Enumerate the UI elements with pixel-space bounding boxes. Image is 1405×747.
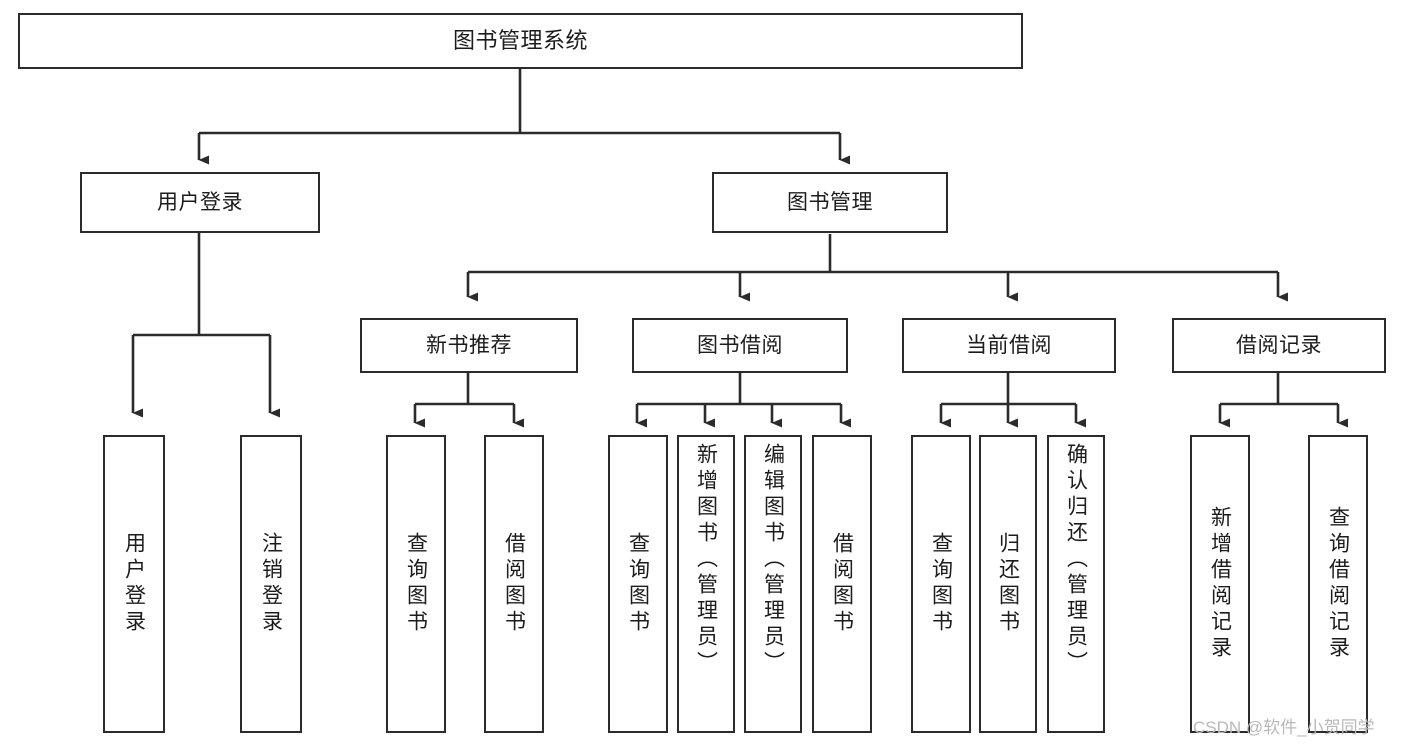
node-new-book-recommend[interactable]: 新书推荐: [360, 318, 578, 373]
node-label: 归还图书: [996, 532, 1020, 636]
node-user-login[interactable]: 用户登录: [80, 172, 320, 233]
node-leaf-query-book-borrow[interactable]: 查询图书: [608, 435, 668, 733]
node-leaf-query-book-current[interactable]: 查询图书: [911, 435, 971, 733]
node-leaf-query-borrow-record[interactable]: 查询借阅记录: [1308, 435, 1368, 733]
node-book-management[interactable]: 图书管理: [712, 172, 948, 233]
node-leaf-logout[interactable]: 注销登录: [240, 435, 302, 733]
node-book-borrow[interactable]: 图书借阅: [632, 318, 848, 373]
node-label: 查询图书: [404, 532, 428, 636]
node-leaf-add-borrow-record[interactable]: 新增借阅记录: [1190, 435, 1250, 733]
node-leaf-borrow-book-borrow[interactable]: 借阅图书: [812, 435, 872, 733]
node-leaf-query-book-newbook[interactable]: 查询图书: [386, 435, 446, 733]
node-root-book-management-system[interactable]: 图书管理系统: [18, 13, 1023, 69]
node-label: 查询图书: [626, 532, 650, 636]
node-leaf-return-book[interactable]: 归还图书: [979, 435, 1037, 733]
node-label: 查询图书: [929, 532, 953, 636]
node-label: 编辑图书（管理员）: [761, 443, 785, 677]
node-label: 用户登录: [122, 532, 146, 636]
node-label: 借阅图书: [830, 532, 854, 636]
node-borrow-record[interactable]: 借阅记录: [1172, 318, 1386, 373]
node-label: 新书推荐: [426, 334, 512, 357]
node-leaf-borrow-book-newbook[interactable]: 借阅图书: [484, 435, 544, 733]
node-label: 注销登录: [259, 532, 283, 636]
node-label: 借阅图书: [502, 532, 526, 636]
node-label: 查询借阅记录: [1326, 506, 1350, 662]
node-label: 图书管理: [787, 191, 873, 214]
node-label: 图书借阅: [697, 334, 783, 357]
node-label: 借阅记录: [1236, 334, 1322, 357]
node-label: 新增借阅记录: [1208, 506, 1232, 662]
node-leaf-confirm-return-admin[interactable]: 确认归还（管理员）: [1047, 435, 1105, 733]
node-leaf-add-book-admin[interactable]: 新增图书（管理员）: [677, 435, 735, 733]
node-current-borrow[interactable]: 当前借阅: [902, 318, 1116, 373]
node-label: 图书管理系统: [452, 28, 588, 53]
node-label: 当前借阅: [966, 334, 1052, 357]
node-label: 确认归还（管理员）: [1064, 443, 1088, 677]
node-label: 新增图书（管理员）: [694, 443, 718, 677]
node-leaf-user-login[interactable]: 用户登录: [103, 435, 165, 733]
node-leaf-edit-book-admin[interactable]: 编辑图书（管理员）: [744, 435, 802, 733]
node-label: 用户登录: [157, 191, 243, 214]
watermark-csdn: CSDN @软件_小贺同学: [1193, 718, 1375, 737]
